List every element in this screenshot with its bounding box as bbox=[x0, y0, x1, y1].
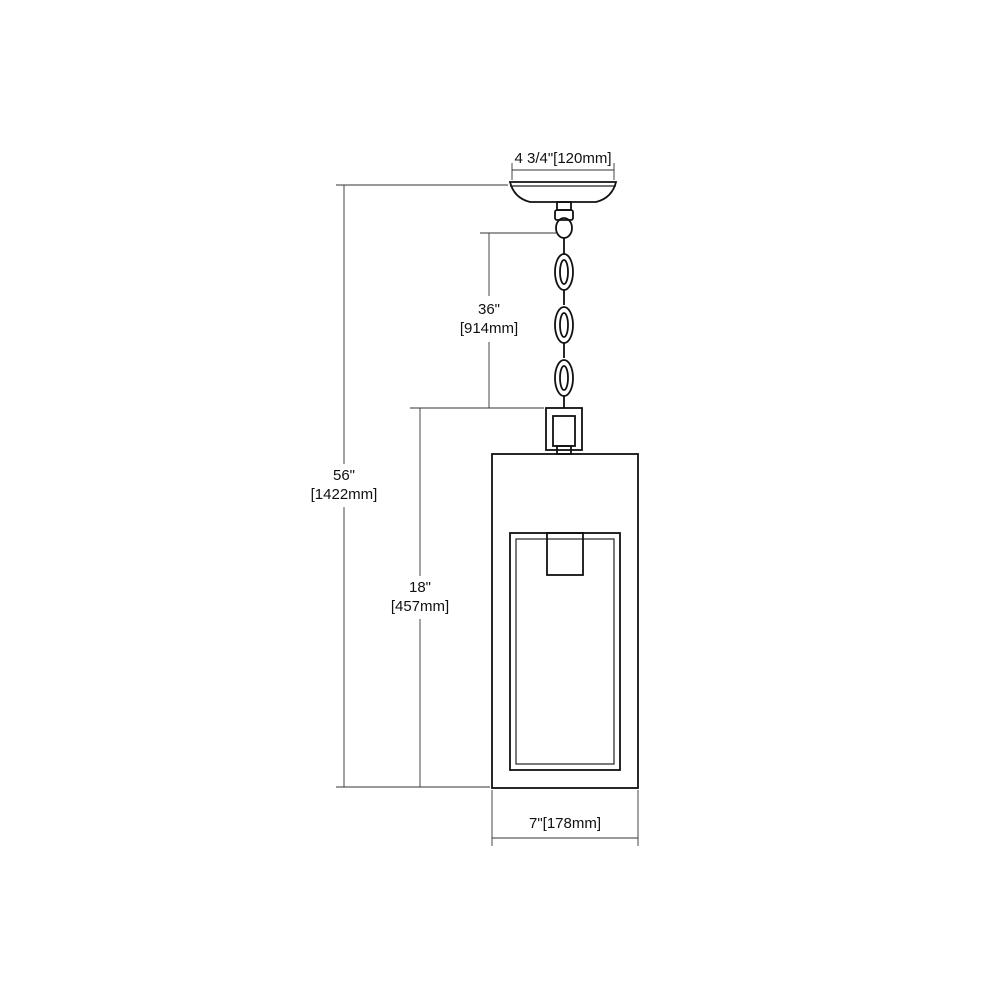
canopy bbox=[508, 181, 618, 203]
body-height-label-in: 18" bbox=[408, 579, 431, 596]
chain-length-dimension bbox=[480, 232, 556, 408]
chain bbox=[554, 238, 574, 408]
body-height-dimension bbox=[410, 407, 544, 787]
chain-length-label-in: 36" bbox=[477, 301, 500, 318]
lantern-body bbox=[491, 453, 639, 789]
canopy-loop bbox=[554, 201, 574, 239]
chain-length-label-mm: [914mm] bbox=[459, 320, 519, 337]
body-height-label-mm: [457mm] bbox=[390, 598, 450, 615]
body-width-dimension bbox=[491, 790, 639, 846]
canopy-width-label: 4 3/4"[120mm] bbox=[514, 150, 612, 167]
overall-height-label-mm: [1422mm] bbox=[310, 486, 378, 503]
overall-height-dimension bbox=[336, 184, 508, 788]
lantern-bracket bbox=[545, 407, 583, 455]
body-width-label: 7"[178mm] bbox=[528, 815, 602, 832]
canopy-width-dimension bbox=[511, 163, 615, 180]
overall-height-label-in: 56" bbox=[332, 467, 355, 484]
